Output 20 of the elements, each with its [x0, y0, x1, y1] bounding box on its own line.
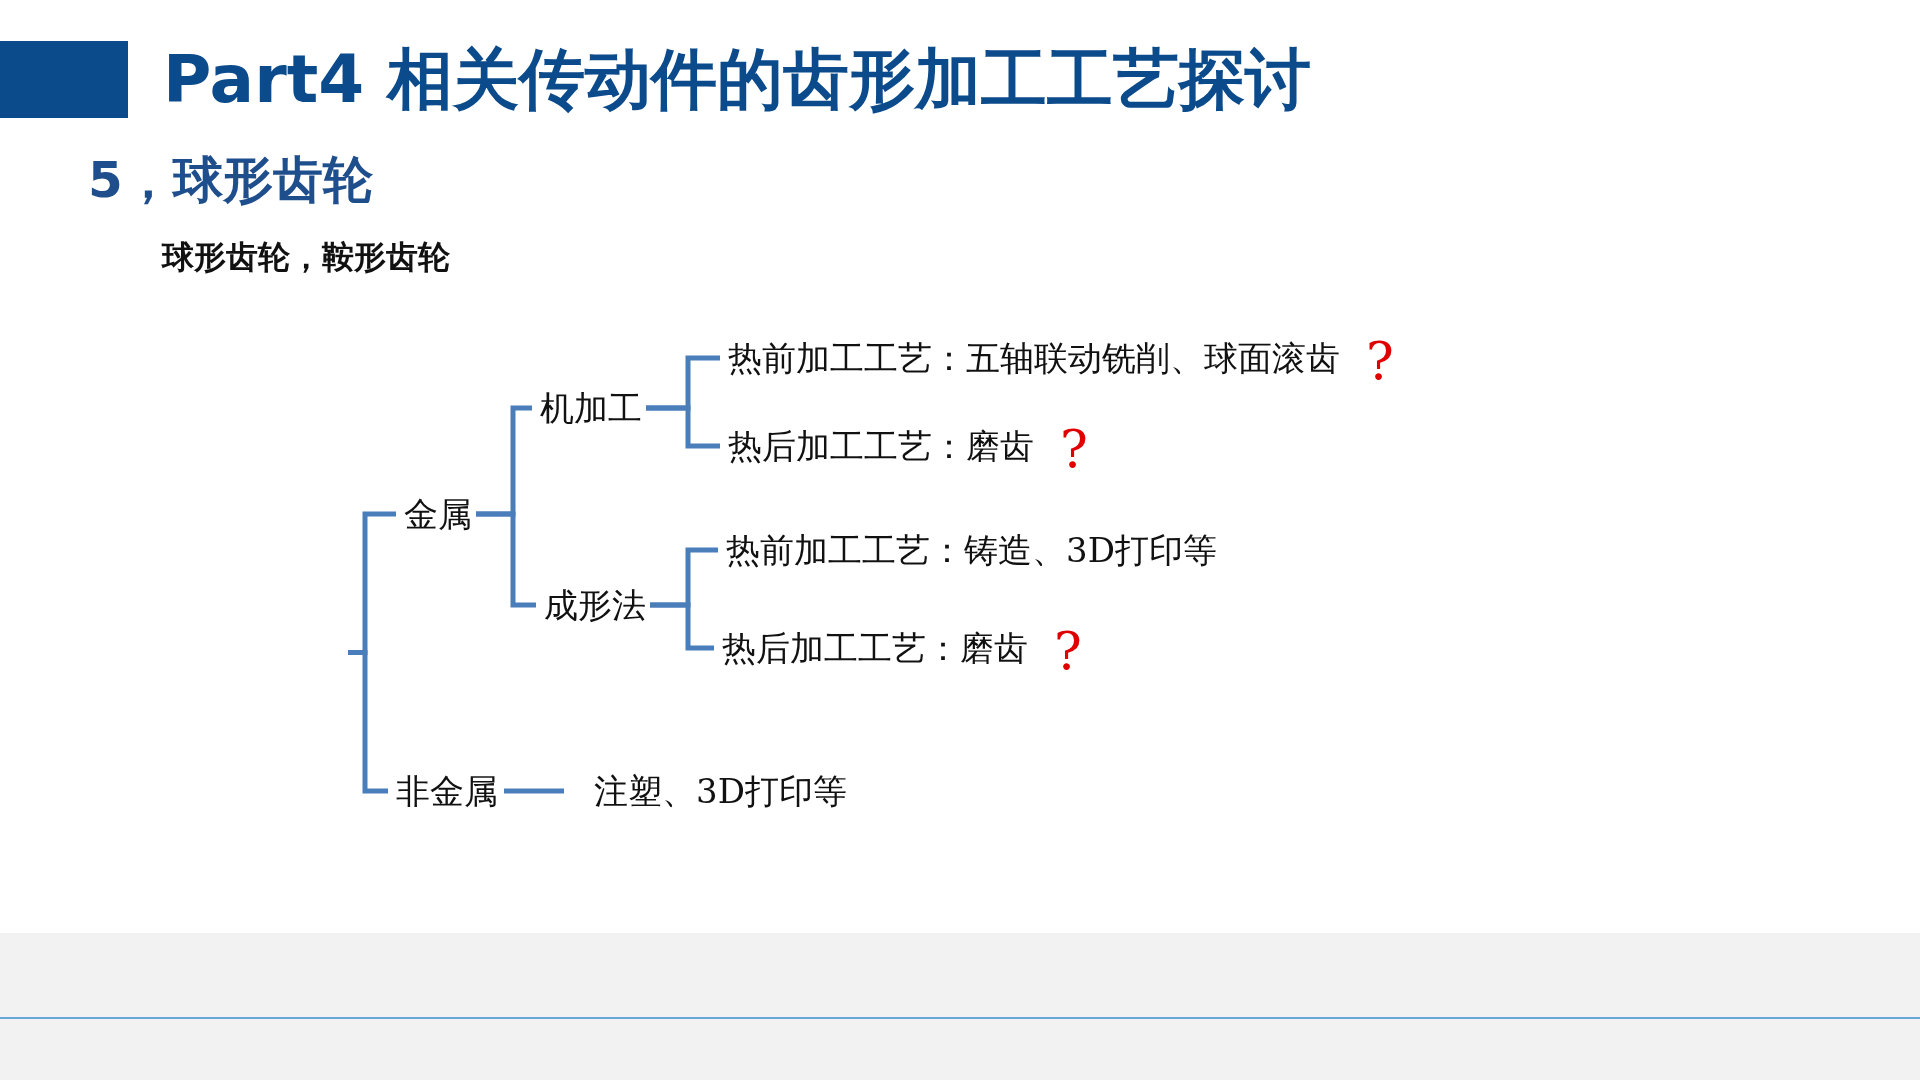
branch-label: 热后加工工艺：磨齿 — [722, 627, 1028, 670]
connector-line — [504, 788, 564, 794]
branch-label: 热前加工工艺：铸造、3D打印等 — [726, 529, 1217, 572]
bracket-connector — [348, 650, 388, 794]
branch-label: 注塑、3D打印等 — [594, 770, 847, 813]
bracket-connector — [650, 602, 714, 651]
slide-title: Part4 相关传动件的齿形加工工艺探讨 — [163, 40, 1312, 120]
branch-label: 热后加工工艺：磨齿 — [728, 425, 1034, 468]
branch-label: 成形法 — [544, 584, 646, 627]
bracket-connector — [476, 511, 536, 608]
question-mark: ? — [1366, 335, 1394, 387]
branch-label: 非金属 — [396, 770, 498, 813]
section-heading: 5，球形齿轮 — [88, 150, 373, 210]
branch-label: 机加工 — [540, 387, 642, 430]
question-mark: ? — [1054, 625, 1082, 677]
branch-label: 金属 — [404, 493, 472, 536]
question-mark: ? — [1060, 423, 1088, 475]
branch-label: 热前加工工艺：五轴联动铣削、球面滚齿 — [728, 337, 1340, 380]
bracket-connector — [646, 405, 720, 449]
subtitle-text: 球形齿轮，鞍形齿轮 — [162, 237, 450, 278]
